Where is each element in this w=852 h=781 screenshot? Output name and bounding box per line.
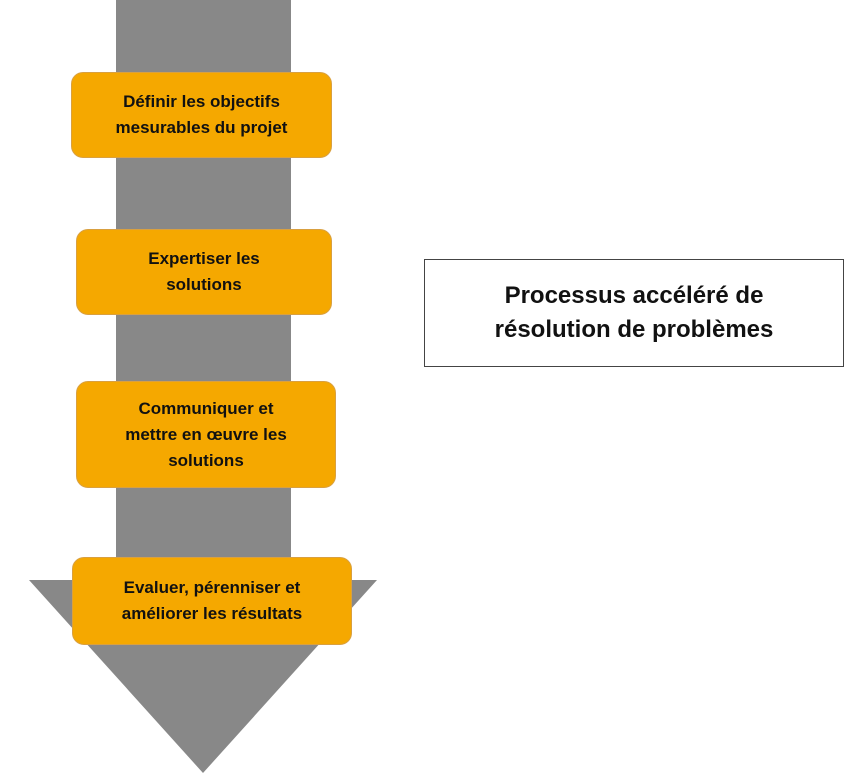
step-1-box: Définir les objectifs mesurables du proj… [71, 72, 332, 158]
step-2-box: Expertiser les solutions [76, 229, 332, 315]
step-3-box: Communiquer et mettre en œuvre les solut… [76, 381, 336, 488]
diagram-title: Processus accéléré de résolution de prob… [424, 259, 844, 367]
step-4-box: Evaluer, pérenniser et améliorer les rés… [72, 557, 352, 645]
